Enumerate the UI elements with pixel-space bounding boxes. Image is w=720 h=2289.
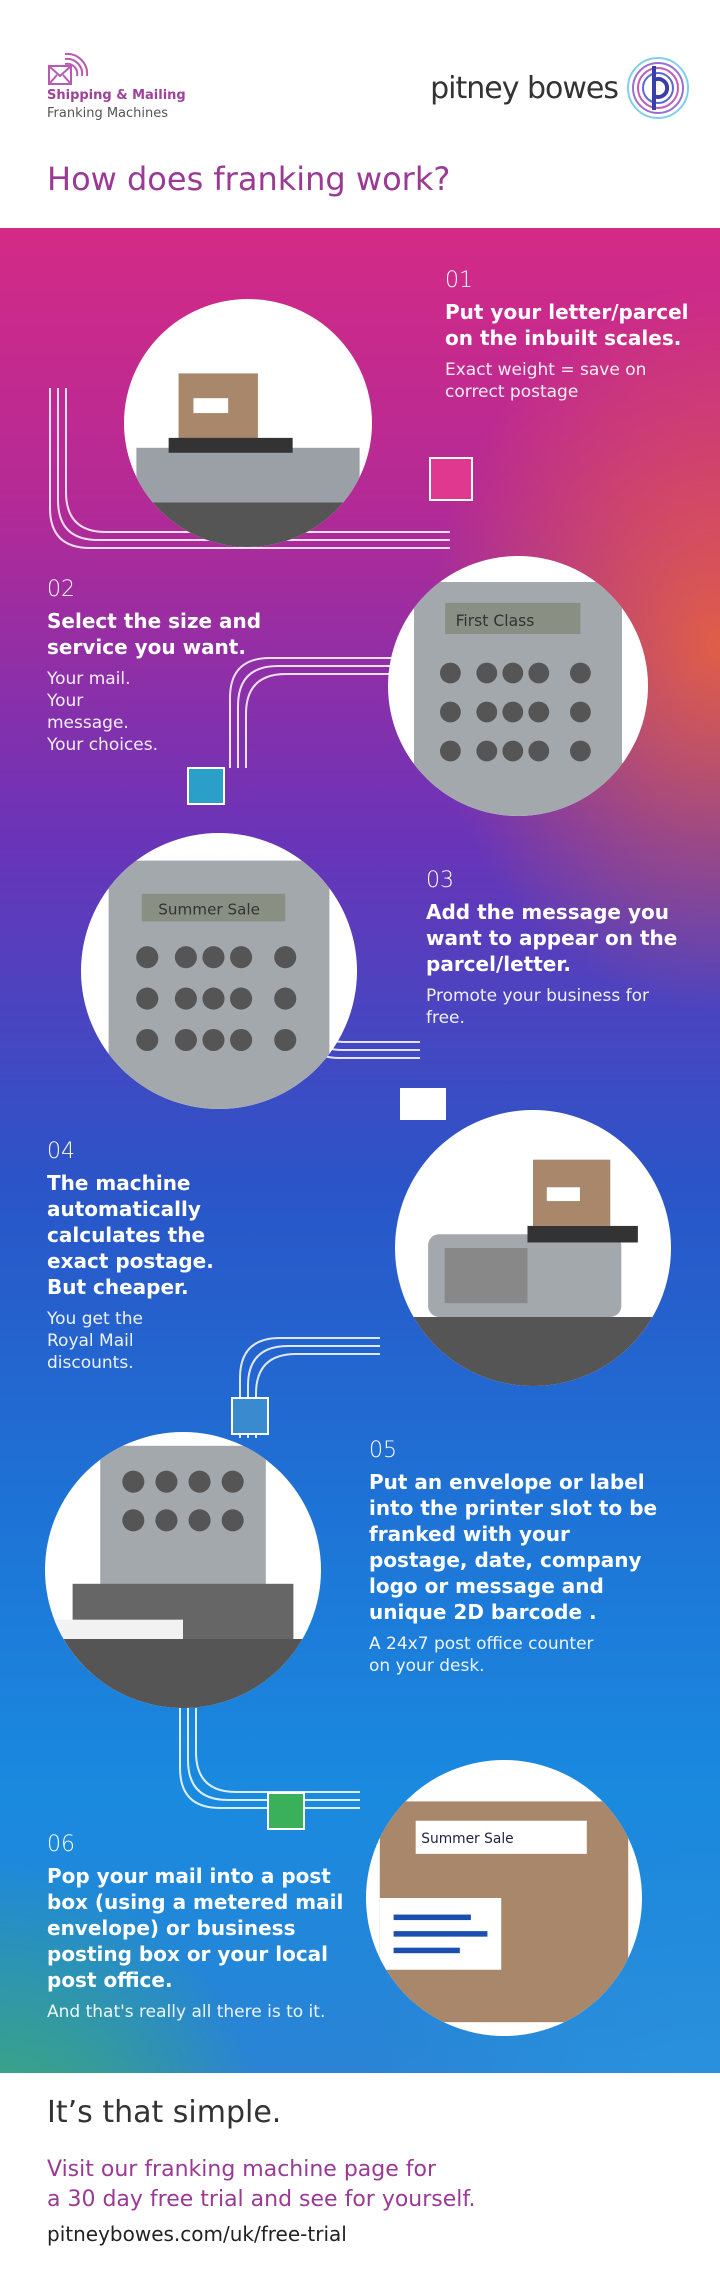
step-heading: Add the message you want to appear on th… bbox=[426, 900, 678, 976]
cta-line-1: Visit our franking machine page for bbox=[47, 2157, 437, 2182]
step-subtext: A 24x7 post office counter on your desk. bbox=[369, 1634, 594, 1677]
step-subtext: And that's really all there is to it. bbox=[47, 2002, 326, 2022]
step-heading: Pop your mail into a post box (using a m… bbox=[47, 1864, 344, 1992]
cta-text: Visit our franking machine page for a 30… bbox=[47, 2155, 476, 2214]
step-1: 01 Put your letter/parcel on the inbuilt… bbox=[445, 268, 705, 403]
step-2: 02 Select the size and service you want.… bbox=[47, 577, 277, 756]
step-number: 06 bbox=[47, 1832, 75, 1857]
step-heading: The machine automatically calculates the… bbox=[47, 1171, 214, 1299]
step-subtext: Your mail. Your message. Your choices. bbox=[47, 669, 159, 756]
step-subtext: Promote your business for free. bbox=[426, 986, 649, 1029]
step-number: 05 bbox=[369, 1438, 397, 1463]
screen-text: Summer Sale bbox=[158, 900, 260, 918]
step-5: 05 Put an envelope or label into the pri… bbox=[369, 1438, 669, 1677]
step-4-illustration bbox=[395, 1110, 671, 1386]
step-number: 04 bbox=[47, 1139, 75, 1164]
step-number: 02 bbox=[47, 577, 75, 602]
label-text: Summer Sale bbox=[421, 1831, 513, 1847]
page-title: How does franking work? bbox=[47, 160, 451, 198]
tagline: It’s that simple. bbox=[47, 2095, 282, 2130]
step-1-illustration bbox=[124, 299, 372, 547]
step-2-illustration: First Class bbox=[388, 556, 648, 816]
step-3-illustration: Summer Sale bbox=[81, 833, 357, 1109]
category-label: Shipping & Mailing bbox=[47, 88, 186, 103]
step-6-illustration: Summer Sale bbox=[366, 1760, 642, 2036]
step-number: 03 bbox=[426, 868, 454, 893]
step-heading: Put your letter/parcel on the inbuilt sc… bbox=[445, 300, 689, 350]
step-subtext: You get the Royal Mail discounts. bbox=[47, 1309, 143, 1374]
envelope-icon bbox=[48, 52, 89, 85]
brand-name: pitney bowes bbox=[430, 70, 619, 106]
free-trial-link[interactable]: pitneybowes.com/uk/free-trial bbox=[47, 2222, 347, 2246]
screen-text: First Class bbox=[456, 612, 535, 630]
connector-lines bbox=[49, 388, 473, 1830]
step-number: 01 bbox=[445, 268, 473, 293]
step-6: 06 Pop your mail into a post box (using … bbox=[47, 1832, 347, 2023]
subcategory-label: Franking Machines bbox=[47, 106, 169, 121]
step-4: 04 The machine automatically calculates … bbox=[47, 1139, 227, 1374]
pitney-bowes-logo-icon bbox=[627, 57, 689, 119]
infographic-band: 01 Put your letter/parcel on the inbuilt… bbox=[0, 228, 720, 2073]
step-5-illustration bbox=[45, 1432, 321, 1708]
step-subtext: Exact weight = save on correct postage bbox=[445, 360, 647, 403]
step-3: 03 Add the message you want to appear on… bbox=[426, 868, 706, 1029]
category-brand: Shipping & Mailing Franking Machines bbox=[47, 48, 186, 121]
step-heading: Put an envelope or label into the printe… bbox=[369, 1470, 658, 1624]
pitney-bowes-logo[interactable]: pitney bowes bbox=[430, 56, 690, 120]
step-heading: Select the size and service you want. bbox=[47, 609, 262, 659]
cta-line-2: a 30 day free trial and see for yourself… bbox=[47, 2186, 476, 2212]
